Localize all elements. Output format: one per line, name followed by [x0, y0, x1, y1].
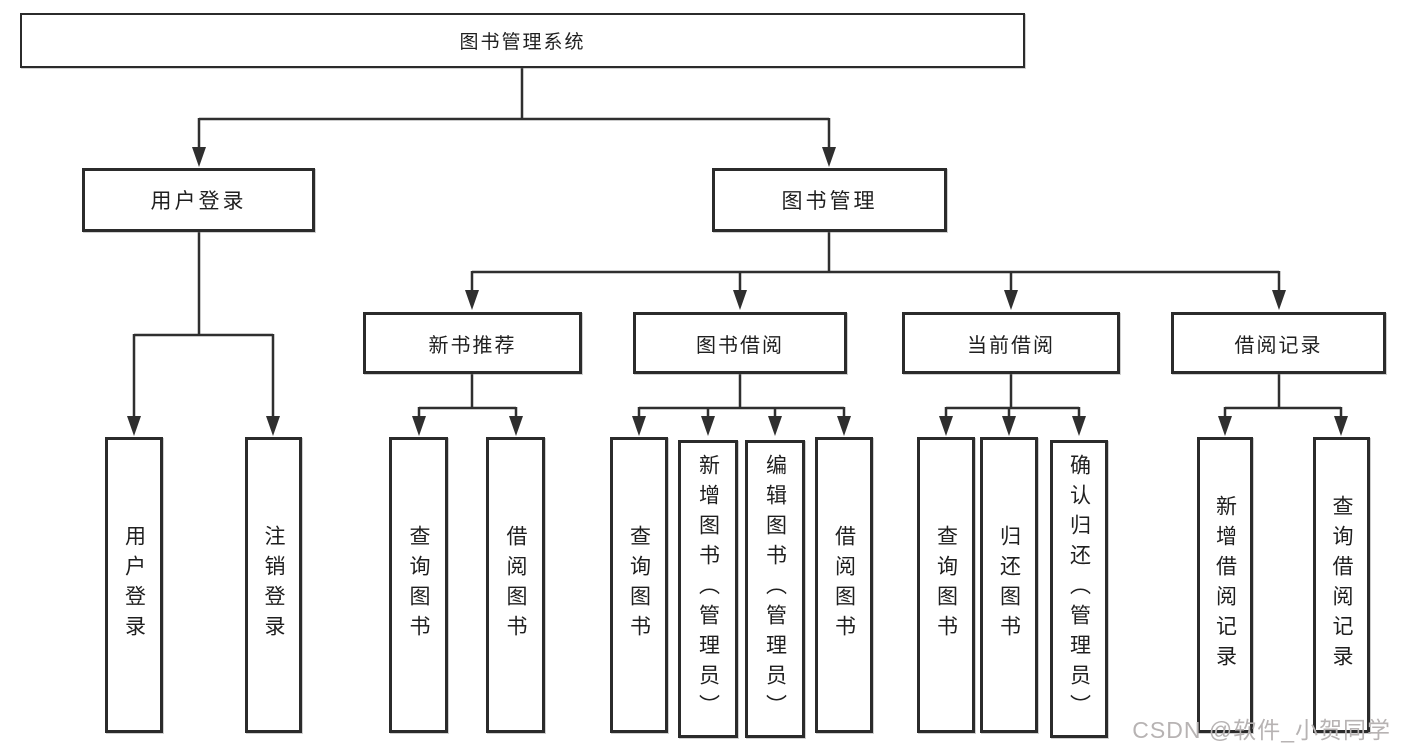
- leaf-current-confirm-admin: 确认归还（管理员）: [1050, 440, 1108, 738]
- connector-userlogin-to-leaves: [132, 231, 275, 418]
- arrowhead-icon: [1002, 416, 1016, 436]
- connector-bookmgmt-to-level3: [470, 231, 1281, 293]
- leaf-borrow-query: 查询图书: [610, 437, 668, 733]
- arrowhead-icon: [266, 416, 280, 436]
- leaf-current-return-label: 归还图书: [997, 525, 1021, 645]
- leaf-current-confirm-admin-label: 确认归还（管理员）: [1067, 454, 1091, 724]
- arrowhead-icon: [768, 416, 782, 436]
- leaf-newbook-query: 查询图书: [389, 437, 448, 733]
- arrowhead-icon: [1072, 416, 1086, 436]
- connector-newbooks-to-leaves: [417, 373, 518, 420]
- arrowhead-icon: [822, 147, 836, 167]
- leaf-user-login: 用户登录: [105, 437, 163, 733]
- node-book-borrow: 图书借阅: [633, 312, 847, 374]
- leaf-borrow-borrow: 借阅图书: [815, 437, 873, 733]
- node-book-management-label: 图书管理: [781, 190, 878, 213]
- arrowhead-icon: [939, 416, 953, 436]
- leaf-current-return: 归还图书: [980, 437, 1038, 733]
- leaf-borrow-borrow-label: 借阅图书: [832, 525, 856, 645]
- connector-bookborrow-to-leaves: [637, 373, 846, 420]
- arrowhead-icon: [733, 290, 747, 310]
- leaf-records-query-label: 查询借阅记录: [1330, 495, 1353, 675]
- arrowhead-icon: [127, 416, 141, 436]
- node-borrow-records-label: 借阅记录: [1234, 334, 1323, 357]
- leaf-borrow-edit-admin-label: 编辑图书（管理员）: [763, 454, 787, 724]
- arrowhead-icon: [1334, 416, 1348, 436]
- node-current-borrow-label: 当前借阅: [967, 334, 1055, 357]
- arrowhead-icon: [701, 416, 715, 436]
- node-book-management: 图书管理: [712, 168, 947, 232]
- arrowhead-icon: [1218, 416, 1232, 436]
- node-root-label: 图书管理系统: [459, 32, 586, 53]
- leaf-records-query: 查询借阅记录: [1313, 437, 1370, 733]
- arrowhead-icon: [632, 416, 646, 436]
- leaf-current-query: 查询图书: [917, 437, 975, 733]
- connector-root-to-level2: [197, 67, 831, 150]
- leaf-records-add-label: 新增借阅记录: [1213, 495, 1237, 675]
- leaf-borrow-add-admin: 新增图书（管理员）: [678, 440, 738, 738]
- csdn-watermark: CSDN @软件_小贺同学: [1132, 717, 1391, 743]
- arrowhead-icon: [1004, 290, 1018, 310]
- leaf-logout-label: 注销登录: [262, 525, 285, 645]
- node-borrow-records: 借阅记录: [1171, 312, 1386, 374]
- connector-currentborrow-to-leaves: [944, 373, 1081, 420]
- arrowhead-icon: [412, 416, 426, 436]
- arrowhead-icon: [1272, 290, 1286, 310]
- node-current-borrow: 当前借阅: [902, 312, 1120, 374]
- leaf-borrow-add-admin-label: 新增图书（管理员）: [696, 454, 720, 724]
- arrowhead-icon: [837, 416, 851, 436]
- arrowhead-icon: [192, 147, 206, 167]
- connector-records-to-leaves: [1223, 373, 1343, 420]
- leaf-borrow-edit-admin: 编辑图书（管理员）: [745, 440, 805, 738]
- node-user-login: 用户登录: [82, 168, 315, 232]
- leaf-newbook-query-label: 查询图书: [407, 525, 430, 645]
- leaf-newbook-borrow: 借阅图书: [486, 437, 545, 733]
- node-user-login-label: 用户登录: [150, 190, 247, 213]
- leaf-newbook-borrow-label: 借阅图书: [504, 525, 527, 645]
- leaf-records-add: 新增借阅记录: [1197, 437, 1253, 733]
- node-book-borrow-label: 图书借阅: [696, 334, 784, 357]
- leaf-logout: 注销登录: [245, 437, 302, 733]
- leaf-current-query-label: 查询图书: [934, 525, 958, 645]
- leaf-borrow-query-label: 查询图书: [627, 525, 651, 645]
- node-root: 图书管理系统: [20, 13, 1025, 68]
- arrowhead-icon: [465, 290, 479, 310]
- leaf-user-login-label: 用户登录: [122, 525, 146, 645]
- node-new-book-recommend: 新书推荐: [363, 312, 582, 374]
- arrowhead-icon: [509, 416, 523, 436]
- node-new-book-recommend-label: 新书推荐: [428, 334, 517, 357]
